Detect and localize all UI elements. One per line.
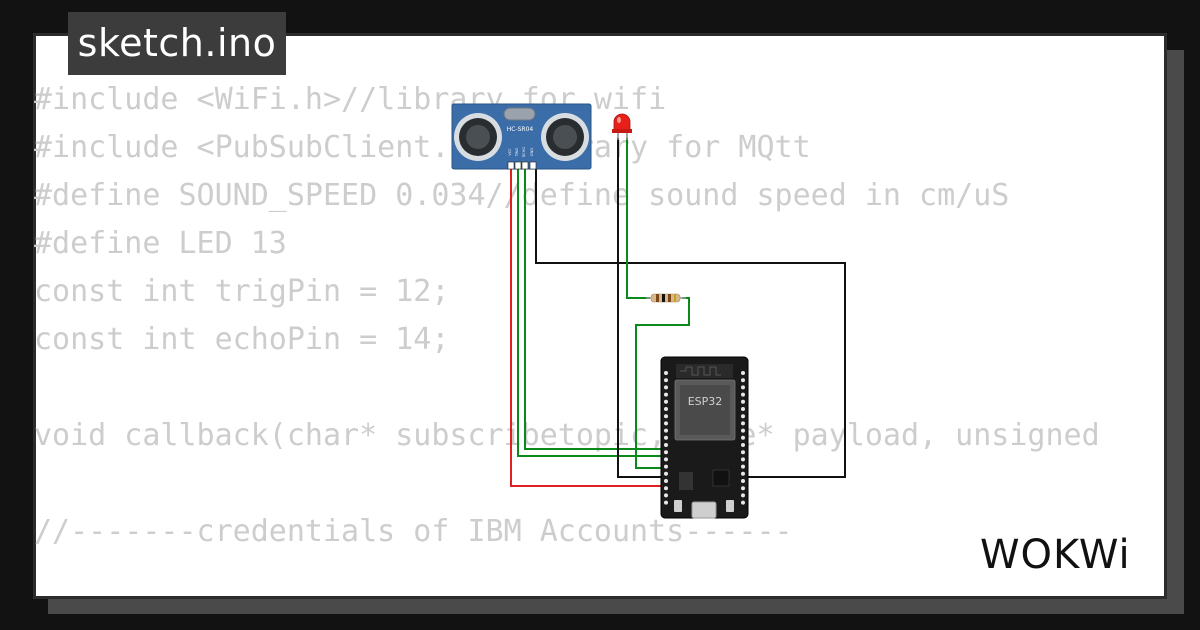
header-pin[interactable] <box>664 493 668 498</box>
header-pin[interactable] <box>741 371 745 375</box>
pin-label-vcc: VCC <box>508 148 512 156</box>
header-pin[interactable] <box>741 486 745 491</box>
wires <box>510 138 846 487</box>
pin-label-gnd: GND <box>530 148 534 156</box>
header-pin[interactable] <box>741 500 745 505</box>
header-pin[interactable] <box>664 385 668 390</box>
header-pin[interactable] <box>664 464 668 469</box>
led-highlight <box>617 117 621 123</box>
sensor-pin[interactable] <box>521 161 529 170</box>
reset-button[interactable] <box>726 500 734 512</box>
header-pin[interactable] <box>741 479 745 483</box>
header-pin[interactable] <box>664 479 668 483</box>
usb-port[interactable] <box>691 501 717 519</box>
echo-wire[interactable] <box>524 168 665 450</box>
transducer-core <box>553 125 577 149</box>
header-pin[interactable] <box>664 392 668 397</box>
voltage-regulator <box>679 472 693 490</box>
vcc-wire[interactable] <box>510 168 665 487</box>
code-line: //-------credentials of IBM Accounts----… <box>34 514 793 549</box>
header-pin[interactable] <box>741 385 745 390</box>
header-pin[interactable] <box>664 428 668 433</box>
header-pin[interactable] <box>664 435 668 440</box>
boot-button[interactable] <box>674 500 682 512</box>
left-pin-header <box>664 371 668 505</box>
resistor-wire[interactable] <box>635 297 690 469</box>
sensor-pin[interactable] <box>507 161 515 170</box>
trig-wire[interactable] <box>517 168 665 457</box>
header-pin[interactable] <box>664 371 668 375</box>
ultrasonic-sensor[interactable]: HC-SR04 VCC TRIG ECHO GND <box>451 103 592 170</box>
sensor-pin[interactable] <box>514 161 522 170</box>
header-pin[interactable] <box>664 414 668 419</box>
board-label: ESP32 <box>688 395 723 408</box>
code-line: #define SOUND_SPEED 0.034//define sound … <box>34 178 1010 213</box>
gnd-wire-right[interactable] <box>535 168 846 478</box>
header-pin[interactable] <box>664 450 668 455</box>
header-pin[interactable] <box>664 399 668 404</box>
antenna-trace <box>680 366 721 376</box>
wokwi-logo: WOKWi <box>980 532 1131 576</box>
transducer-core <box>466 125 490 149</box>
module-shield <box>680 385 730 435</box>
resistor-band <box>662 294 665 302</box>
header-pin[interactable] <box>741 471 745 476</box>
wokwi-logo-text: WOKWi <box>980 532 1131 576</box>
header-pin[interactable] <box>741 493 745 498</box>
led-body <box>613 113 631 131</box>
header-pin[interactable] <box>741 464 745 469</box>
header-pin[interactable] <box>741 457 745 462</box>
header-pin[interactable] <box>741 443 745 447</box>
led-anode-wire[interactable] <box>626 138 650 299</box>
header-pin[interactable] <box>664 486 668 491</box>
code-line: const int trigPin = 12; <box>34 274 450 309</box>
code-line: const int echoPin = 14; <box>34 322 450 357</box>
resistor-band <box>668 294 671 302</box>
header-pin[interactable] <box>741 399 745 404</box>
usb-chip <box>712 469 730 487</box>
header-pin[interactable] <box>664 378 668 383</box>
header-pin[interactable] <box>664 443 668 447</box>
header-pin[interactable] <box>664 457 668 462</box>
esp32-board[interactable]: ESP32 <box>660 356 749 519</box>
red-led[interactable] <box>612 113 632 140</box>
header-pin[interactable] <box>741 428 745 433</box>
resistor[interactable] <box>646 293 686 303</box>
code-line: #define LED 13 <box>34 226 287 261</box>
sensor-crystal <box>503 107 536 121</box>
pin-label-trig: TRIG <box>515 148 519 158</box>
header-pin[interactable] <box>741 450 745 455</box>
code-card <box>33 33 1167 599</box>
resistor-band <box>674 294 676 302</box>
header-pin[interactable] <box>664 407 668 411</box>
code-line: void callback(char* subscribetopic, byte… <box>34 418 1100 453</box>
header-pin[interactable] <box>741 378 745 383</box>
header-pin[interactable] <box>741 407 745 411</box>
right-pin-header <box>741 371 745 505</box>
led-rim <box>612 129 632 133</box>
header-pin[interactable] <box>664 471 668 476</box>
pin-label-echo: ECHO <box>522 147 526 157</box>
resistor-band <box>656 294 659 302</box>
header-pin[interactable] <box>741 435 745 440</box>
header-pin[interactable] <box>664 421 668 426</box>
header-pin[interactable] <box>741 421 745 426</box>
led-cathode-wire[interactable] <box>617 138 665 478</box>
file-name-tab[interactable]: sketch.ino <box>68 12 286 75</box>
header-pin[interactable] <box>741 392 745 397</box>
sensor-label: HC-SR04 <box>507 126 534 133</box>
header-pin[interactable] <box>741 414 745 419</box>
header-pin[interactable] <box>664 500 668 505</box>
sensor-pin[interactable] <box>529 161 537 170</box>
